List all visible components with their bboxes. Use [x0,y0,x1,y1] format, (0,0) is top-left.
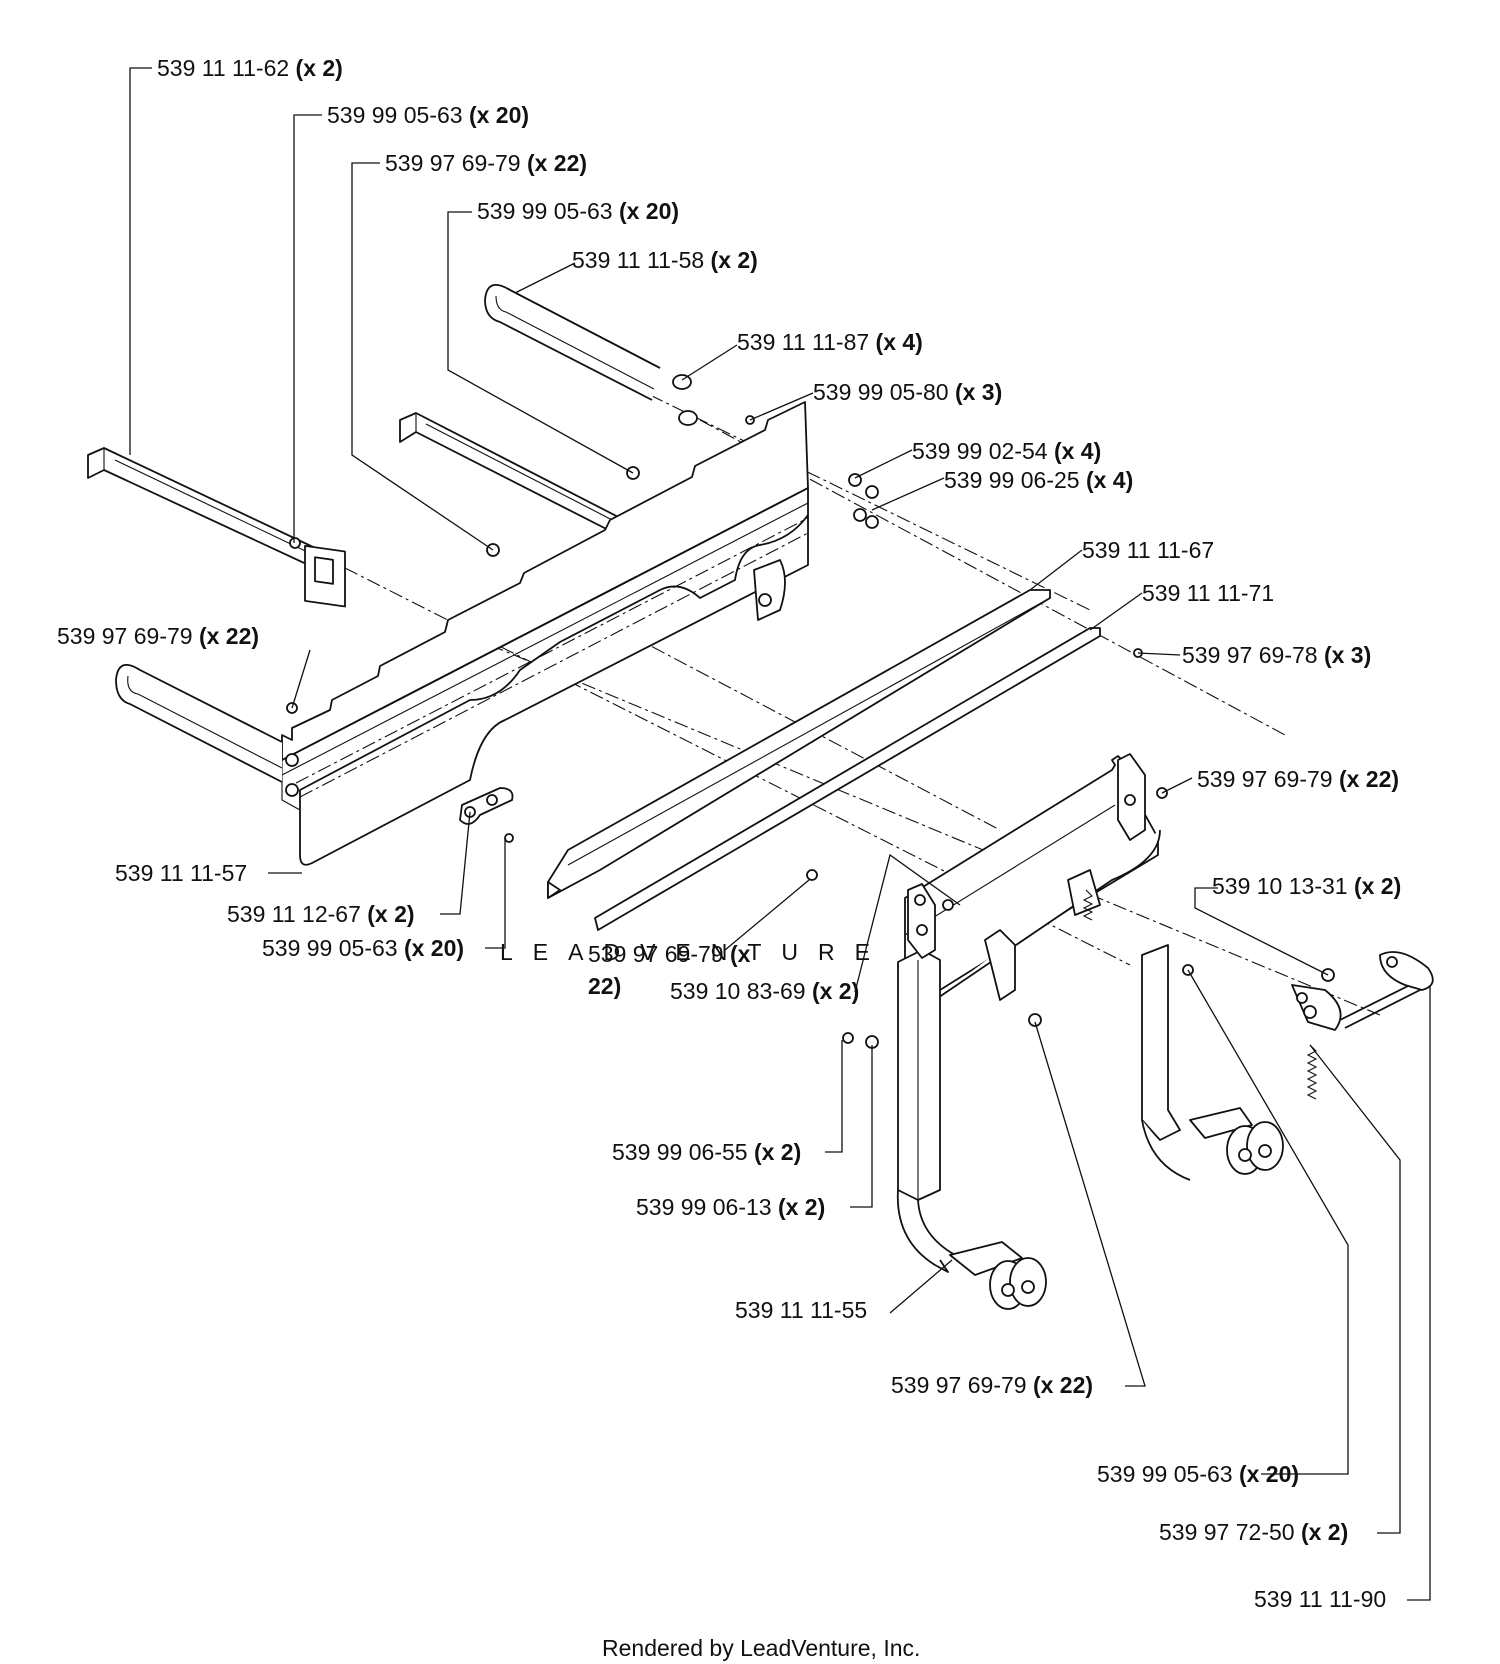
callout-label: 539 99 06-25 (x 4) [944,467,1133,493]
callout-label: 539 11 11-62 (x 2) [157,55,343,81]
footer-credit: Rendered by LeadVenture, Inc. [602,1635,920,1661]
callout-label: 539 99 05-63 (x 20) [477,198,679,224]
callout-label: 539 99 06-13 (x 2) [636,1194,825,1220]
callout-label: 539 97 69-79 (x 22) [1197,766,1399,792]
callout-label: 22) [588,973,621,999]
callout-label: 539 11 11-90 [1254,1586,1386,1612]
callout-label: 539 11 11-55 [735,1297,867,1323]
callout-label: 539 97 69-79 (x 22) [57,623,259,649]
watermark: LEADVENTURE [500,939,890,965]
leader-lines [129,67,1431,1601]
callout-label: 539 11 11-87 (x 4) [737,329,923,355]
callout-label: 539 99 02-54 (x 4) [912,438,1101,464]
angle-bar [547,589,1051,899]
upper-u-handle [484,283,661,401]
callout-label: 539 99 05-63 (x 20) [327,102,529,128]
main-frame-plate [281,401,809,866]
callout-label: 539 97 69-79 (x [588,941,751,967]
callout-label: 539 10 83-69 (x 2) [670,978,859,1004]
lower-u-handle [115,663,283,783]
lock-nuts [672,374,698,426]
callout-label: 539 11 11-71 [1142,580,1274,606]
middle-arm-bracket [399,412,629,541]
callout-label: 539 11 12-67 (x 2) [227,901,415,927]
callout-label: 539 97 69-78 (x 3) [1182,642,1371,668]
callout-label: 539 97 72-50 (x 2) [1159,1519,1348,1545]
callout-label: 539 97 69-79 (x 22) [385,150,587,176]
callout-label: 539 99 05-63 (x 20) [262,935,464,961]
flat-bar [594,627,1101,931]
hitch-frame [896,753,1284,1310]
callout-label: 539 10 13-31 (x 2) [1212,873,1401,899]
callout-label: 539 99 05-63 (x 20) [1097,1461,1299,1487]
callout-labels: 539 11 11-62 (x 2) 539 99 05-63 (x 20) 5… [57,55,1401,1612]
callout-label: 539 11 11-67 [1082,537,1214,563]
callout-label: 539 11 11-57 [115,860,247,886]
small-mount-bracket [459,559,786,825]
callout-label: 539 99 06-55 (x 2) [612,1139,801,1165]
latch-plate-and-pin [1291,951,1434,1100]
left-arm-bracket [87,447,346,608]
callout-label: 539 11 11-58 (x 2) [572,247,758,273]
callout-label: 539 99 05-80 (x 3) [813,379,1002,405]
callout-label: 539 97 69-79 (x 22) [891,1372,1093,1398]
